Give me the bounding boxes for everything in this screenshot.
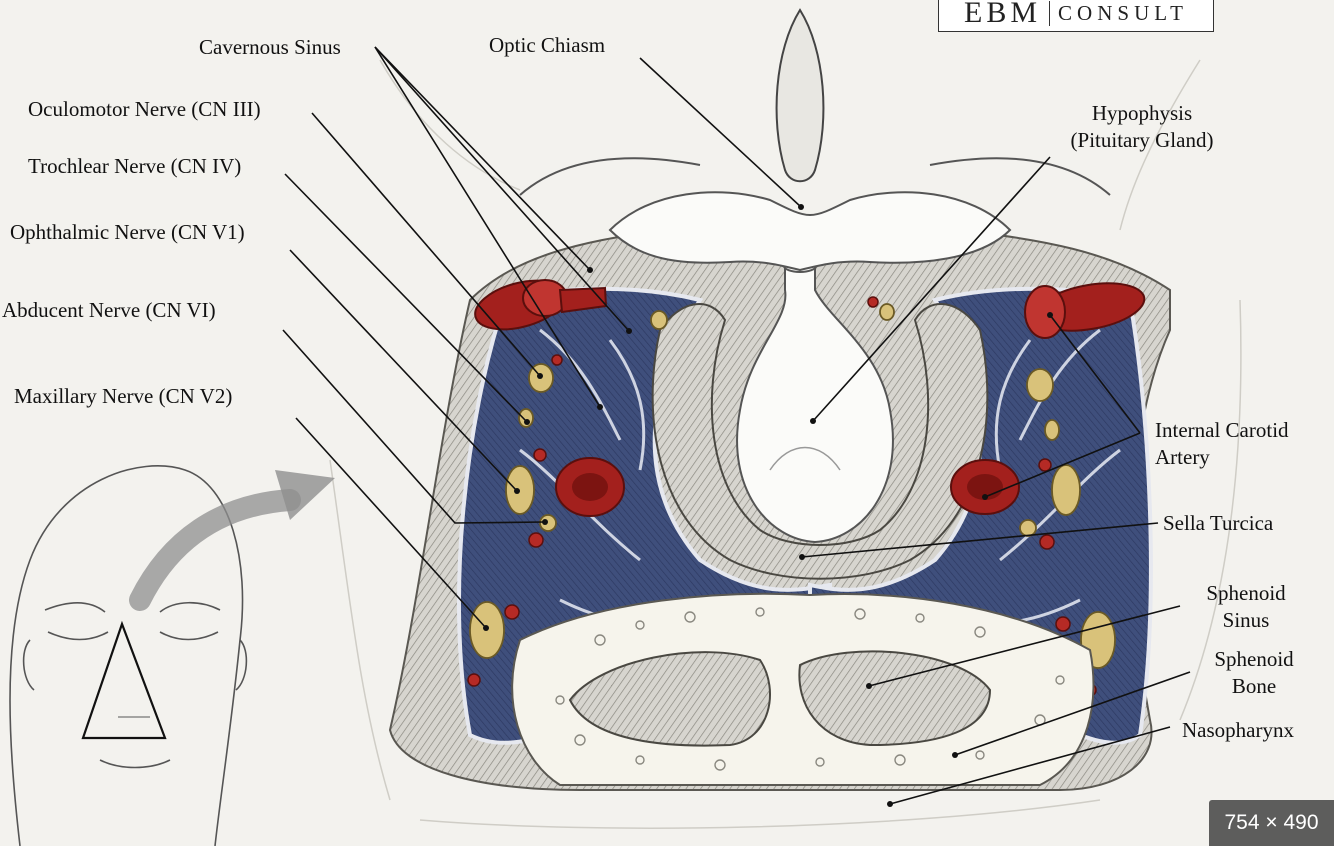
optic-chiasm bbox=[608, 191, 1012, 272]
background-sketch bbox=[329, 59, 1242, 829]
label-ica-line2: Artery bbox=[1155, 445, 1210, 469]
label-hypophysis: Hypophysis (Pituitary Gland) bbox=[1050, 100, 1234, 154]
leader-dots bbox=[483, 204, 1053, 807]
sella-turcica bbox=[651, 303, 989, 580]
label-maxillary-nerve: Maxillary Nerve (CN V2) bbox=[14, 384, 233, 408]
label-sphenoid-sinus: Sphenoid Sinus bbox=[1190, 580, 1302, 634]
image-size-badge: 754 × 490 bbox=[1209, 800, 1334, 846]
label-hypophysis-line1: Hypophysis bbox=[1091, 101, 1193, 125]
logo-suffix: CONSULT bbox=[1049, 0, 1188, 26]
label-hypophysis-line2: (Pituitary Gland) bbox=[1070, 128, 1214, 152]
cranial-nerves bbox=[469, 303, 1116, 669]
label-abducent-nerve: Abducent Nerve (CN VI) bbox=[2, 298, 216, 322]
direction-arrow bbox=[129, 470, 335, 611]
label-ophthalmic-nerve: Ophthalmic Nerve (CN V1) bbox=[10, 220, 245, 244]
label-sella-turcica: Sella Turcica bbox=[1163, 511, 1274, 535]
ebm-consult-logo: EBM CONSULT bbox=[938, 0, 1214, 32]
sphenoid-sinus bbox=[568, 650, 992, 747]
label-nasopharynx: Nasopharynx bbox=[1182, 718, 1294, 742]
label-ica-line1: Internal Carotid bbox=[1155, 418, 1289, 442]
logo-name: EBM bbox=[964, 0, 1042, 29]
label-internal-carotid-artery: Internal Carotid Artery bbox=[1155, 417, 1289, 471]
left-internal-carotid-artery bbox=[474, 279, 625, 517]
label-optic-chiasm: Optic Chiasm bbox=[489, 33, 606, 57]
nasal-triangle-outline bbox=[81, 620, 167, 740]
face-sketch-inset bbox=[9, 465, 248, 846]
label-oculomotor-nerve: Oculomotor Nerve (CN III) bbox=[28, 97, 261, 121]
brain-folds bbox=[519, 157, 1111, 196]
label-sphenoid-bone-line1: Sphenoid bbox=[1214, 647, 1294, 671]
label-cavernous-sinus: Cavernous Sinus bbox=[199, 35, 341, 59]
leader-lines bbox=[282, 46, 1191, 805]
label-sphenoid-bone-line2: Bone bbox=[1231, 674, 1277, 698]
label-sphenoid-sinus-line2: Sinus bbox=[1222, 608, 1270, 632]
label-sphenoid-sinus-line1: Sphenoid bbox=[1206, 581, 1286, 605]
label-trochlear-nerve: Trochlear Nerve (CN IV) bbox=[28, 154, 242, 178]
third-ventricle bbox=[775, 8, 825, 183]
label-sphenoid-bone: Sphenoid Bone bbox=[1198, 646, 1310, 700]
